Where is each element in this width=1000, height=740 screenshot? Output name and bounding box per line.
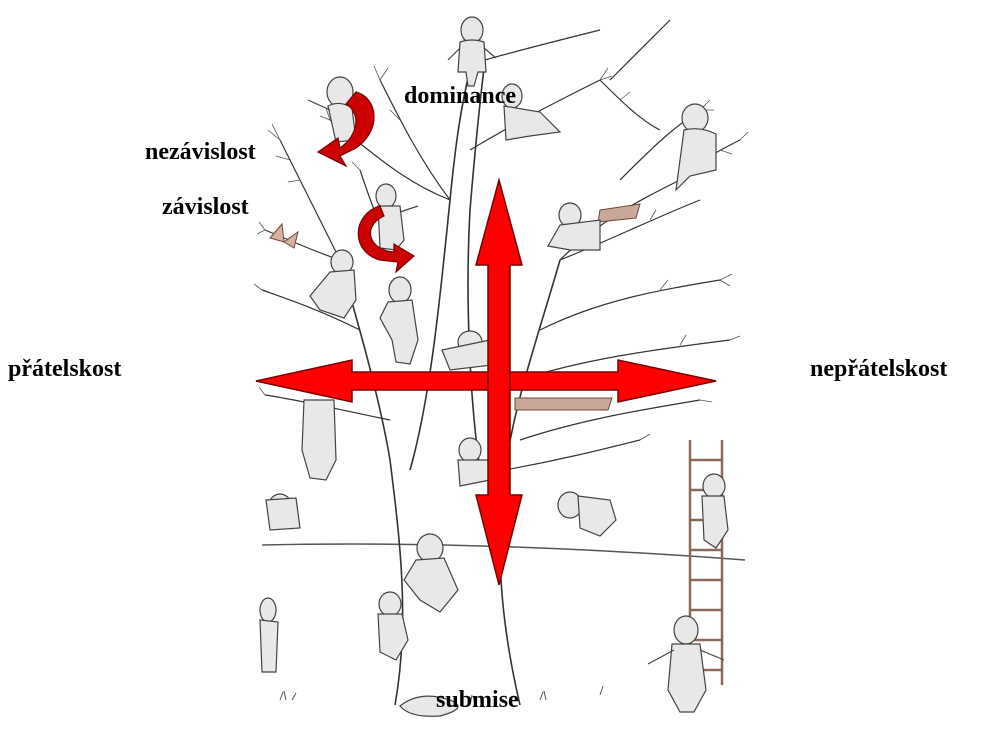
blob-figure-ladder-climber xyxy=(702,474,728,548)
label-independence: nezávislost xyxy=(145,140,256,164)
blob-figure-hugging xyxy=(310,250,356,318)
blob-figure-edge xyxy=(260,598,278,672)
label-submission: submise xyxy=(436,688,519,712)
blob-figure-standing xyxy=(380,277,418,364)
blob-figure-arms-open xyxy=(648,616,724,712)
horizontal-double-arrow xyxy=(256,360,716,402)
label-hostility: nepřátelskost xyxy=(810,357,947,381)
blob-figure-sliding xyxy=(458,438,490,486)
label-friendliness: přátelskost xyxy=(8,357,121,381)
blob-figure-reading xyxy=(548,203,600,250)
butterfly-icon xyxy=(270,224,298,248)
tree-book xyxy=(598,204,640,222)
tree-platform xyxy=(515,398,612,410)
label-dependence: závislost xyxy=(162,195,249,219)
label-dominance: dominance xyxy=(404,84,516,108)
blob-figure-right-top xyxy=(676,104,716,190)
blob-figure-hanging xyxy=(302,400,336,480)
blob-figure-sitting xyxy=(378,592,408,660)
blob-figure-left-ground xyxy=(266,494,300,530)
blob-figure-top xyxy=(448,17,496,86)
blob-figure-falling xyxy=(558,492,616,536)
